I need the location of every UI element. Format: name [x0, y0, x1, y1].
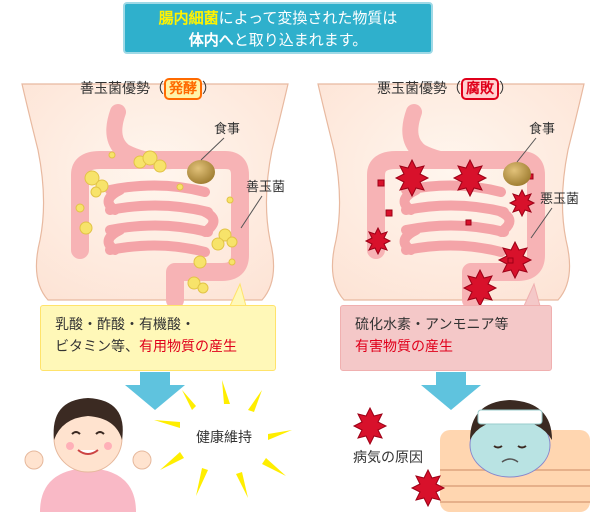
good-food-icon: [187, 160, 215, 184]
bad-food-icon: [503, 162, 531, 186]
good-title-suffix: ）: [202, 81, 216, 97]
bad-down-arrow: [421, 372, 481, 410]
good-food-label: 食事: [214, 122, 241, 137]
health-flash-rays: [154, 380, 292, 498]
bad-panel-title: 悪玉菌優勢（腐敗）: [377, 78, 513, 100]
good-bacteria-label: 善玉菌: [246, 180, 286, 195]
good-callout-line2: ビタミン等、: [55, 339, 139, 355]
good-callout-highlight: 有用物質の産生: [139, 339, 237, 355]
bad-intestine: [367, 104, 545, 309]
bad-callout: 硫化水素・アンモニア等 有害物質の産生: [340, 305, 552, 371]
disease-germs: [352, 406, 446, 508]
bad-bacteria-label: 悪玉菌: [540, 192, 580, 207]
bad-title-suffix: ）: [499, 81, 513, 97]
healthy-person-illustration: [24, 398, 152, 512]
bad-food-pointer: [516, 137, 537, 163]
banner-highlight: 腸内細菌: [158, 9, 219, 27]
health-result-label: 健康維持: [196, 430, 252, 446]
bad-bacteria-pointer: [530, 207, 553, 239]
bad-bacteria-cluster: [364, 158, 536, 308]
good-title-tag: 発酵: [164, 78, 202, 100]
bad-title-tag: 腐敗: [461, 78, 499, 100]
bad-callout-highlight: 有害物質の産生: [355, 339, 453, 355]
bad-food-label: 食事: [529, 122, 556, 137]
bad-title-prefix: 悪玉菌優勢（: [377, 81, 461, 97]
good-title-prefix: 善玉菌優勢（: [80, 81, 164, 97]
good-food-pointer: [200, 137, 225, 161]
good-callout-line1: 乳酸・酢酸・有機酸・: [55, 317, 195, 333]
banner-line1: によって変換された物質は: [218, 9, 398, 27]
good-panel-title: 善玉菌優勢（発酵）: [80, 78, 216, 100]
good-down-arrow: [125, 372, 185, 410]
summary-banner: 腸内細菌によって変換された物質は 体内へと取り込まれます。: [123, 2, 433, 54]
good-bacteria-pointer: [240, 195, 263, 229]
disease-result-label: 病気の原因: [353, 450, 423, 466]
banner-bold: 体内へ: [188, 31, 234, 49]
good-callout: 乳酸・酢酸・有機酸・ ビタミン等、有用物質の産生: [40, 305, 276, 371]
banner-line2: と取り込まれます。: [233, 31, 368, 49]
sick-person-illustration: [440, 400, 590, 512]
good-bacteria-cluster: [75, 150, 238, 294]
bad-callout-line1: 硫化水素・アンモニア等: [355, 317, 509, 333]
